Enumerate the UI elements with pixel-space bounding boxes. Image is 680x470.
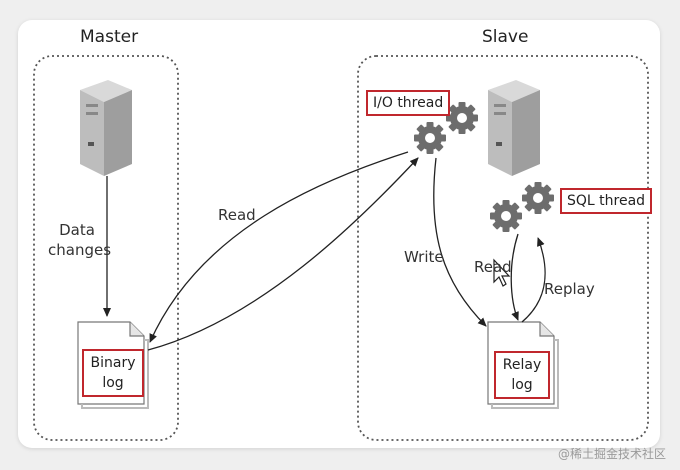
sql-thread-gear-icon [483,175,561,239]
io-thread-label: I/O thread [366,90,451,116]
write-label: Write [404,248,444,266]
binary-log-label: Binary log [82,349,144,397]
relay-log-label: Relay log [494,351,550,399]
binary-log-line-1: Binary [90,355,136,371]
master-title: Master [80,27,139,47]
watermark: @稀土掘金技术社区 [557,447,666,461]
relay-log-line-1: Relay [502,357,542,373]
binary-log-line-2: log [102,375,124,391]
sql-thread-label: SQL thread [560,188,653,214]
relay-log-line-2: log [511,377,533,393]
slave-group-border [357,55,649,441]
read-relay-label: Read [474,258,512,276]
mouse-cursor-icon [493,258,511,287]
write-arrow [433,157,487,327]
data-changes-line-2: changes [48,241,112,259]
read-relay-arrow [510,233,519,321]
slave-server-icon [488,80,540,176]
data-changes-label: Data changes [48,220,112,260]
master-server-icon [80,80,132,176]
replay-arrow [521,237,546,323]
slave-title: Slave [482,27,529,47]
read-arrow-label: Read [218,206,256,224]
data-changes-line-1: Data [59,221,95,239]
read-arrow-return [149,151,409,343]
read-arrow-forward [147,157,419,351]
master-group-border [33,55,179,441]
replay-label: Replay [544,280,595,298]
